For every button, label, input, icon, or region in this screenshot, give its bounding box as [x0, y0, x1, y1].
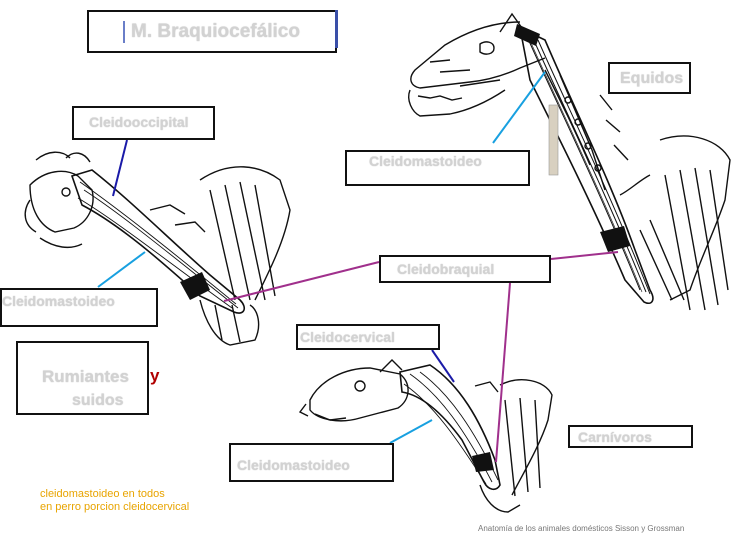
leader-cleidomastoideo-bottom [389, 419, 433, 444]
ruminant-band [180, 272, 210, 300]
note-line-1: cleidomastoideo en todos [40, 488, 165, 500]
leader-cleidooccipital [112, 139, 128, 197]
cleidomastoideo-bottom-label: Cleidomastoideo [237, 457, 350, 473]
cleidocervical-box: Cleidocervical [296, 324, 440, 350]
leader-cleidocervical [431, 349, 455, 383]
note-text: cleidomastoideo en todos en perro porcio… [40, 488, 189, 514]
horse-band [600, 226, 630, 252]
horse-mane-strip [548, 104, 559, 176]
cleidomastoideo-left-box: Cleidomastoideo [0, 288, 158, 327]
leader-center-left [223, 261, 380, 302]
dog-band [472, 452, 494, 472]
ruminant-drawing [24, 151, 291, 346]
suidos-label: suidos [72, 392, 124, 409]
credit-text: Anatomía de los animales domésticos Siss… [478, 524, 685, 533]
center-box: Cleidobraquial [379, 255, 551, 283]
cleidooccipital-label: Cleidooccipital [89, 114, 189, 130]
rumiantes-box: Rumiantes suidos [16, 341, 149, 415]
cleidocervical-label: Cleidocervical [300, 329, 395, 345]
cleidooccipital-box: Cleidooccipital [72, 106, 215, 140]
carnivoros-box: Carnívoros [568, 425, 693, 448]
title-box: M. Braquiocefálico [87, 10, 337, 53]
carnivoros-label: Carnívoros [578, 429, 652, 445]
title-accent [335, 10, 338, 48]
leader-cleidomastoideo-left [97, 251, 146, 288]
leader-center-right [550, 251, 619, 260]
cleidomastoideo-top-box: Cleidomastoideo [345, 150, 530, 186]
equidos-label: Equidos [620, 70, 684, 87]
cleidomastoideo-top-label: Cleidomastoideo [369, 153, 482, 169]
note-line-2: en perro porcion cleidocervical [40, 501, 190, 513]
y-connector: y [150, 366, 160, 385]
cleidomastoideo-left-label: Cleidomastoideo [2, 293, 115, 309]
rumiantes-label: Rumiantes [42, 367, 129, 386]
title-label: M. Braquiocefálico [123, 21, 300, 43]
equidos-box: Equidos [608, 62, 691, 94]
leader-cleidomastoideo-top [492, 71, 546, 144]
dog-drawing [298, 359, 553, 513]
horse-drawing [408, 12, 731, 311]
center-label: Cleidobraquial [397, 261, 495, 277]
leader-center-down [495, 282, 511, 463]
cleidomastoideo-bottom-box: Cleidomastoideo [229, 443, 394, 482]
horse-head-band [514, 24, 540, 46]
